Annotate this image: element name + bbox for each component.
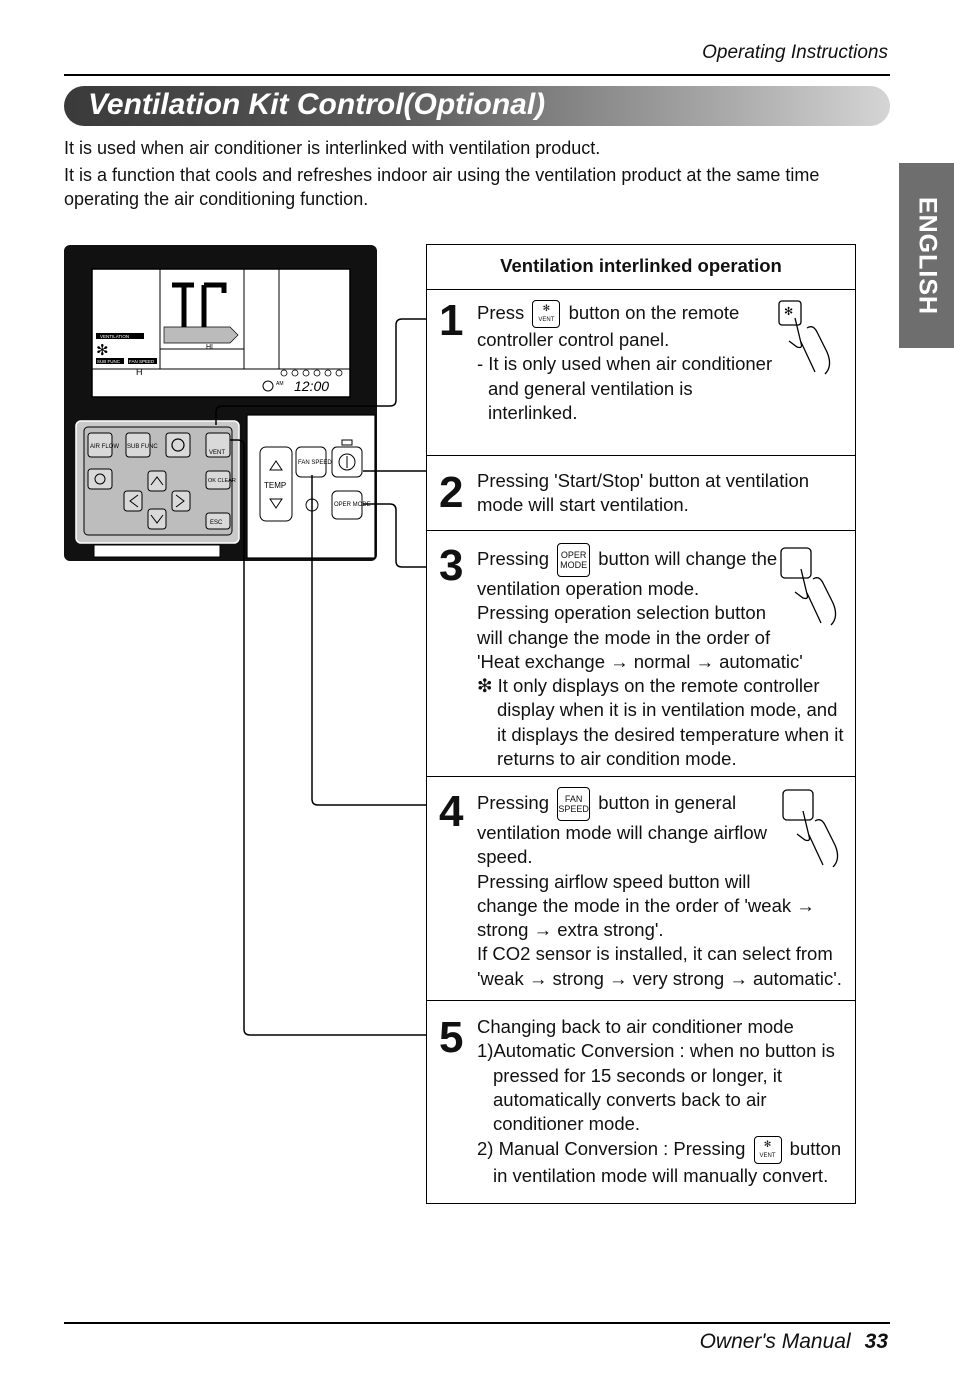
btn-esc-label: ESC	[210, 520, 223, 526]
intro-line-2: It is a function that cools and refreshe…	[64, 165, 820, 209]
steps-table: Ventilation interlinked operation 1 Pres…	[426, 244, 856, 1204]
step-3-line-6: ❇ It only displays on the remote control…	[477, 675, 844, 770]
language-tab: ENGLISH	[899, 163, 954, 348]
hand-pressing-oper-mode-icon	[780, 547, 837, 626]
step-3-line-2: ventilation operation mode.	[477, 578, 700, 599]
display-fan-speed: FAN SPEED	[129, 359, 155, 364]
step-1-line-2: controller control panel.	[477, 329, 670, 350]
step-4-line-5: change the mode in the order of 'weak →	[477, 894, 815, 916]
step-4-line-2: ventilation mode will change airflow	[477, 822, 767, 843]
step-3-number: 3	[439, 541, 464, 590]
display-sub-func: SUB FUNC	[97, 359, 121, 364]
display-h: H	[136, 367, 143, 377]
step-3-line-5: 'Heat exchange → normal → automatic'	[477, 650, 803, 672]
step-5-line-1: Changing back to air conditioner mode	[477, 1016, 794, 1037]
step-4-line-4: Pressing airflow speed button will	[477, 870, 751, 892]
step-5-line-4: in ventilation mode will manually conver…	[493, 1165, 829, 1187]
page-title: Ventilation Kit Control(Optional)	[88, 88, 546, 121]
page-number: 33	[864, 1330, 888, 1353]
step-3-line-4: will change the mode in the order of	[477, 626, 771, 648]
display-am: AM	[276, 381, 284, 387]
step-5: 5 Changing back to air conditioner mode …	[427, 1001, 855, 1203]
step-4-line-8: 'weak → strong → very strong → automatic…	[477, 967, 842, 989]
display-fan-icon: ✻	[96, 341, 109, 359]
btn-air-flow-label: AIR FLOW	[90, 444, 119, 450]
step-5-number: 5	[439, 1013, 464, 1062]
footer: Owner's Manual 33	[700, 1330, 888, 1354]
step-4-line-3: speed.	[477, 846, 533, 868]
step-2: 2 Pressing 'Start/Stop' button at ventil…	[427, 456, 855, 531]
btn-sub-func-label: SUB FUNC	[127, 444, 158, 450]
step-1-line-4: and general ventilation is	[488, 377, 693, 399]
step-5-line-3a: 2) Manual Conversion : Pressing	[477, 1138, 746, 1160]
step-3-line-1a: Pressing	[477, 547, 549, 569]
step-1-number: 1	[439, 296, 464, 345]
btn-oper-mode-label: OPER MODE	[334, 502, 371, 508]
step-2-text: Pressing 'Start/Stop' button at ventilat…	[477, 469, 849, 518]
btn-fan-speed-label: FAN SPEED	[298, 460, 332, 466]
btn-temp-label: TEMP	[264, 481, 286, 490]
step-1-line-3: - It is only used when air conditioner	[477, 353, 773, 375]
step-5-line-3b: button	[789, 1138, 842, 1160]
display-time: 12:00	[294, 378, 329, 394]
step-4-number: 4	[439, 787, 464, 836]
step-1-line-1a: Press	[477, 301, 525, 323]
step-3-line-3: Pressing operation selection button	[477, 602, 766, 624]
display-hi: HI	[206, 344, 213, 351]
display-vent-label: VENTILATION	[100, 334, 129, 339]
step-2-line-1: Pressing 'Start/Stop' button at ventilat…	[477, 470, 810, 491]
header-rule	[64, 74, 890, 76]
step-2-number: 2	[439, 468, 464, 517]
steps-table-header: Ventilation interlinked operation	[427, 245, 855, 290]
vent-button-icon-small: ✻VENT	[753, 1136, 782, 1165]
btn-vent-label: VENT	[209, 450, 225, 456]
step-1: 1 Press ✻VENT button on the remote contr…	[427, 290, 855, 456]
header-section: Operating Instructions	[702, 42, 888, 63]
hand-pressing-vent-icon: ✻	[778, 300, 831, 375]
step-4-line-1b: button in general	[598, 791, 737, 813]
step-1-line-1b: button on the remote	[568, 301, 740, 323]
remote-controller-illustration: VENTILATION ✻ SUB FUNC FAN SPEED H HI AM…	[64, 245, 377, 561]
step-3-line-1b: button will change the	[598, 547, 778, 569]
svg-text:✻: ✻	[784, 305, 793, 318]
btn-ok-clear-label: OK CLEAR	[208, 478, 236, 484]
footer-label: Owner's Manual	[699, 1330, 851, 1353]
hand-pressing-fan-speed-icon	[782, 789, 839, 868]
vent-button-icon: ✻VENT	[532, 300, 561, 328]
step-5-text: Changing back to air conditioner mode 1)…	[477, 1015, 849, 1189]
step-4-line-1a: Pressing	[477, 791, 549, 813]
footer-rule	[64, 1322, 890, 1324]
title-bar: Ventilation Kit Control(Optional)	[64, 86, 890, 126]
step-4-line-7: If CO2 sensor is installed, it can selec…	[477, 943, 833, 965]
step-2-line-2: mode will start ventilation.	[477, 494, 689, 516]
intro-line-1: It is used when air conditioner is inter…	[64, 138, 601, 158]
step-4-line-6: strong → extra strong'.	[477, 919, 664, 941]
step-1-line-5: interlinked.	[488, 401, 578, 423]
step-5-line-2: 1)Automatic Conversion : when no button …	[477, 1040, 835, 1135]
step-1-text: Press ✻VENT button on the remote control…	[477, 300, 849, 425]
